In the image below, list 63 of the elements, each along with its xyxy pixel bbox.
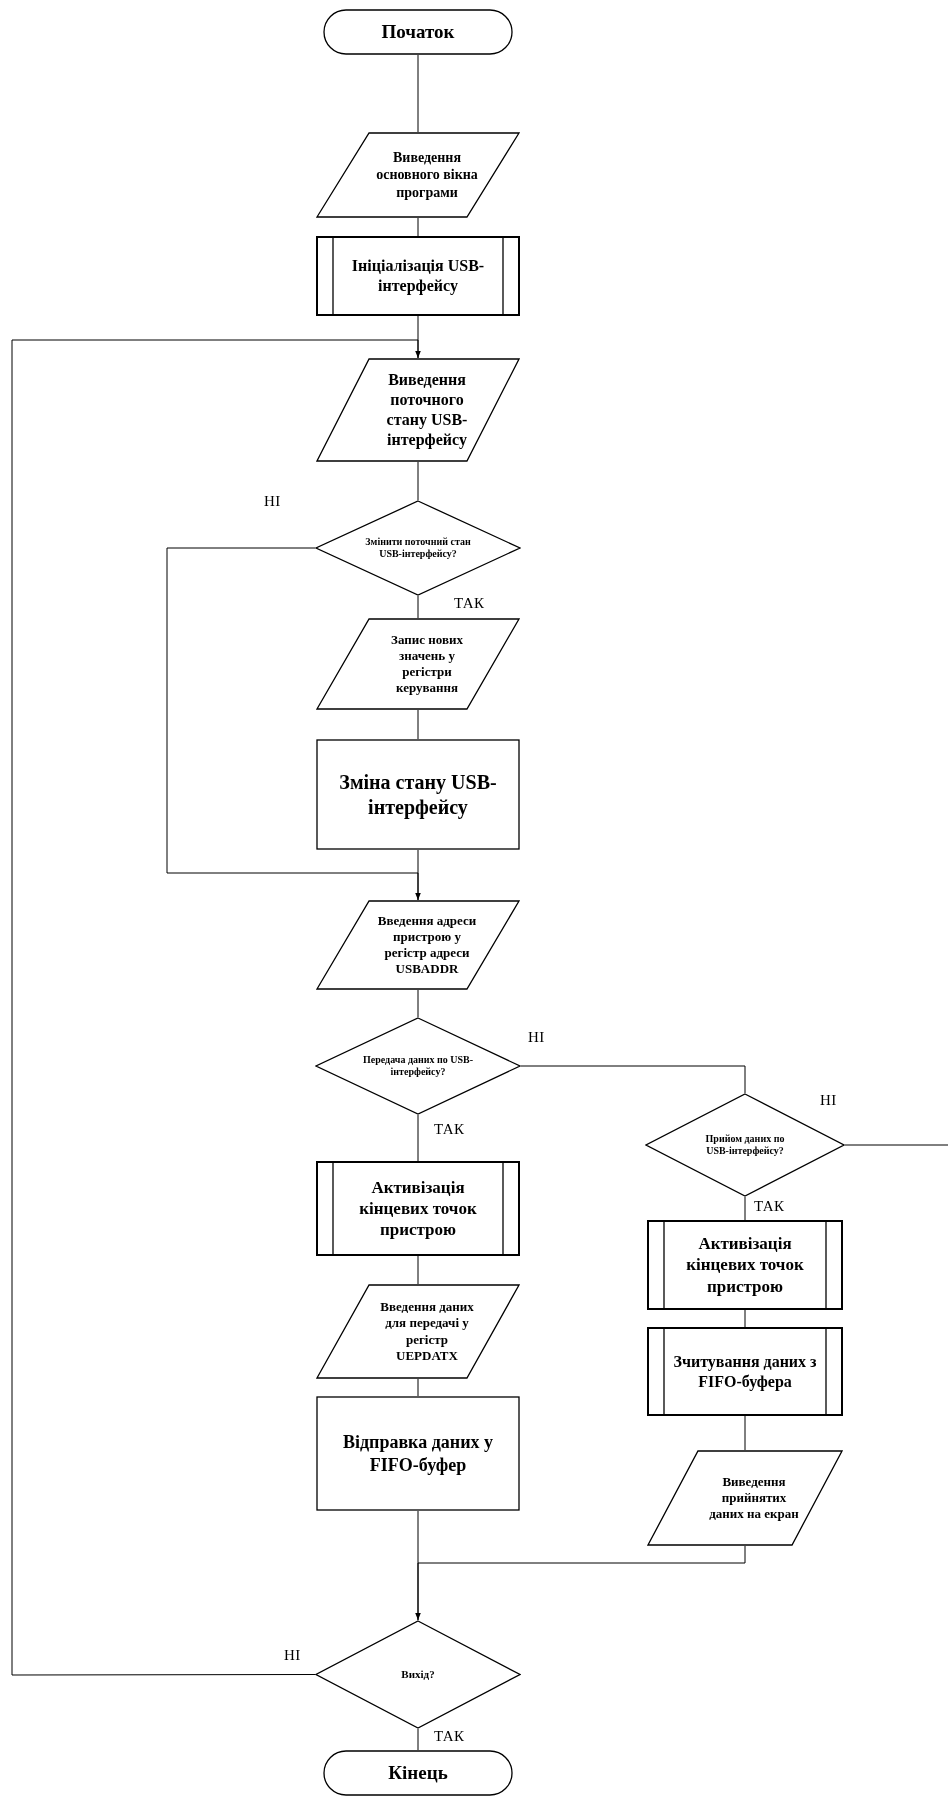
node-text: Початок bbox=[381, 20, 455, 44]
io-parallelogram bbox=[647, 1450, 843, 1546]
node-text: Передача даних по USB-інтерфейсу? bbox=[363, 1053, 473, 1079]
node-text: Виведення прийнятих даних на екран bbox=[708, 1473, 800, 1523]
process-box bbox=[316, 739, 520, 850]
connector-line bbox=[417, 461, 419, 501]
node-text: Активізація кінцевих точок пристрою bbox=[358, 1176, 478, 1241]
connector-line bbox=[520, 1065, 746, 1094]
subroutine-box bbox=[316, 236, 520, 316]
node-text: Прийом даних по USB-інтерфейсу? bbox=[704, 1132, 786, 1158]
edge-label: ТАК bbox=[752, 1199, 787, 1214]
node-text: Кінець bbox=[388, 1761, 448, 1785]
connector-line bbox=[744, 1196, 746, 1221]
edge-label: НІ bbox=[526, 1030, 547, 1045]
subroutine-box bbox=[647, 1220, 843, 1310]
connector-line bbox=[417, 54, 419, 133]
node-text: Вихід? bbox=[401, 1667, 435, 1682]
io-parallelogram bbox=[316, 358, 520, 462]
connector-line bbox=[417, 1114, 419, 1162]
connector-line bbox=[417, 989, 419, 1018]
decision-diamond bbox=[645, 1093, 845, 1197]
node-text: Зміна стану USB-інтерфейсу bbox=[338, 769, 498, 820]
decision-diamond bbox=[315, 1017, 521, 1115]
terminal-shape bbox=[323, 9, 513, 55]
connector-line bbox=[417, 849, 419, 901]
node-text: Зчитування даних з FIFO-буфера bbox=[672, 1351, 818, 1392]
io-parallelogram bbox=[316, 900, 520, 990]
decision-diamond bbox=[315, 500, 521, 596]
connector-line bbox=[744, 1309, 746, 1328]
arrow bbox=[415, 1545, 746, 1621]
connector-line bbox=[417, 1728, 419, 1751]
decision-diamond bbox=[315, 1620, 521, 1729]
node-text: Ініціалізація USB-інтерфейсу bbox=[350, 256, 486, 296]
connector-line bbox=[417, 1510, 419, 1621]
edge-label: НІ bbox=[262, 494, 283, 509]
terminal-shape bbox=[323, 1750, 513, 1796]
connector-line bbox=[417, 709, 419, 740]
edge-label: ТАК bbox=[432, 1122, 467, 1137]
connector-line bbox=[417, 217, 419, 237]
node-text: Запис нових значень у регістри керування bbox=[390, 631, 464, 697]
io-parallelogram bbox=[316, 618, 520, 710]
connector-line bbox=[417, 1255, 419, 1285]
connector-line bbox=[417, 1378, 419, 1397]
connector-line bbox=[744, 1415, 746, 1451]
connector-line bbox=[417, 315, 419, 359]
node-text: Виведення поточного стану USB-інтерфейсу bbox=[385, 370, 469, 450]
node-text: Введення даних для передачі у регістр UEPDATX bbox=[379, 1299, 475, 1364]
connector-line bbox=[844, 1144, 949, 1146]
edge-label: ТАК bbox=[452, 596, 487, 611]
node-text: Введення адреси пристрою у регістр адреси USBADDR bbox=[376, 912, 478, 978]
node-text: Відправка даних у FIFO-буфер bbox=[341, 1431, 495, 1476]
io-parallelogram bbox=[316, 1284, 520, 1379]
connector-line bbox=[417, 595, 419, 619]
node-text: Виведення основного вікна програми bbox=[375, 148, 479, 202]
edge-label: НІ bbox=[282, 1648, 303, 1663]
io-parallelogram bbox=[316, 132, 520, 218]
arrow bbox=[11, 339, 421, 1676]
subroutine-box bbox=[647, 1327, 843, 1416]
node-text: Змінити поточний стан USB-інтерфейсу? bbox=[364, 535, 472, 561]
node-text: Активізація кінцевих точок пристрою bbox=[685, 1233, 805, 1297]
subroutine-box bbox=[316, 1161, 520, 1256]
process-box bbox=[316, 1396, 520, 1511]
edge-label: ТАК bbox=[432, 1729, 467, 1744]
